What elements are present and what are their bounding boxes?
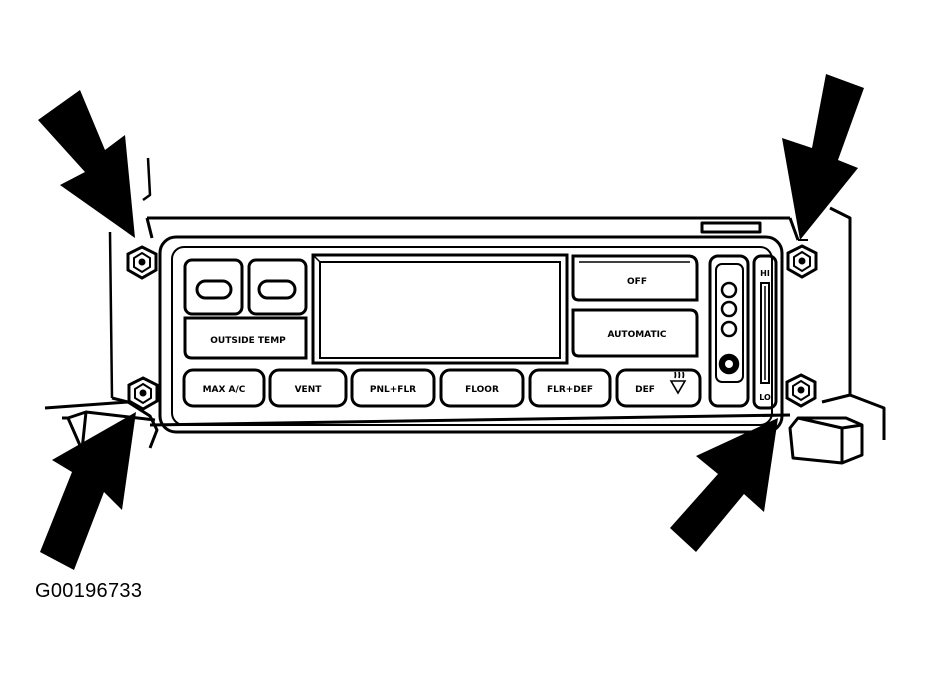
arrow-top-left <box>38 90 135 238</box>
def-label: DEF <box>635 385 655 395</box>
indicator-lamp <box>720 320 738 338</box>
fan-high-label: HI <box>760 269 770 278</box>
defrost-icon <box>669 371 687 395</box>
fan-speed-slider[interactable]: HI LO <box>752 254 778 410</box>
max-ac-label: MAX A/C <box>203 385 246 395</box>
hex-nut-bottom-left <box>127 376 159 411</box>
hex-nut-bottom-right <box>785 373 817 408</box>
flr-def-label: FLR+DEF <box>547 385 593 395</box>
right-mounting-foot <box>788 416 864 465</box>
rocker-button-right[interactable] <box>247 258 308 316</box>
rocker-button-left[interactable] <box>183 258 244 316</box>
indicator-lamp <box>720 300 738 318</box>
def-button[interactable]: DEF <box>615 368 702 408</box>
fan-low-label: LO <box>759 393 771 402</box>
automatic-button[interactable]: AUTOMATIC <box>571 308 699 358</box>
hex-nut-top-left <box>126 245 158 280</box>
display-window <box>311 253 569 365</box>
floor-label: FLOOR <box>465 385 499 395</box>
max-ac-button[interactable]: MAX A/C <box>182 368 266 408</box>
hex-nut-top-right <box>786 244 818 279</box>
arrow-bottom-right <box>670 418 778 552</box>
indicator-column <box>708 254 750 408</box>
figure-id-label: G00196733 <box>35 580 143 602</box>
floor-button[interactable]: FLOOR <box>439 368 525 408</box>
vent-label: VENT <box>295 385 323 395</box>
outside-temp-button[interactable]: OUTSIDE TEMP <box>183 316 308 360</box>
arrow-top-right <box>782 74 864 240</box>
pnl-flr-label: PNL+FLR <box>370 385 416 395</box>
automatic-label: AUTOMATIC <box>607 330 666 340</box>
arrow-bottom-left <box>40 412 136 570</box>
vent-button[interactable]: VENT <box>268 368 348 408</box>
outside-temp-label: OUTSIDE TEMP <box>210 336 286 346</box>
off-label: OFF <box>627 277 647 287</box>
indicator-lamp <box>720 281 738 299</box>
off-button[interactable]: OFF <box>571 254 699 302</box>
faceplate <box>158 235 784 434</box>
flr-def-button[interactable]: FLR+DEF <box>528 368 612 408</box>
pnl-flr-button[interactable]: PNL+FLR <box>350 368 436 408</box>
